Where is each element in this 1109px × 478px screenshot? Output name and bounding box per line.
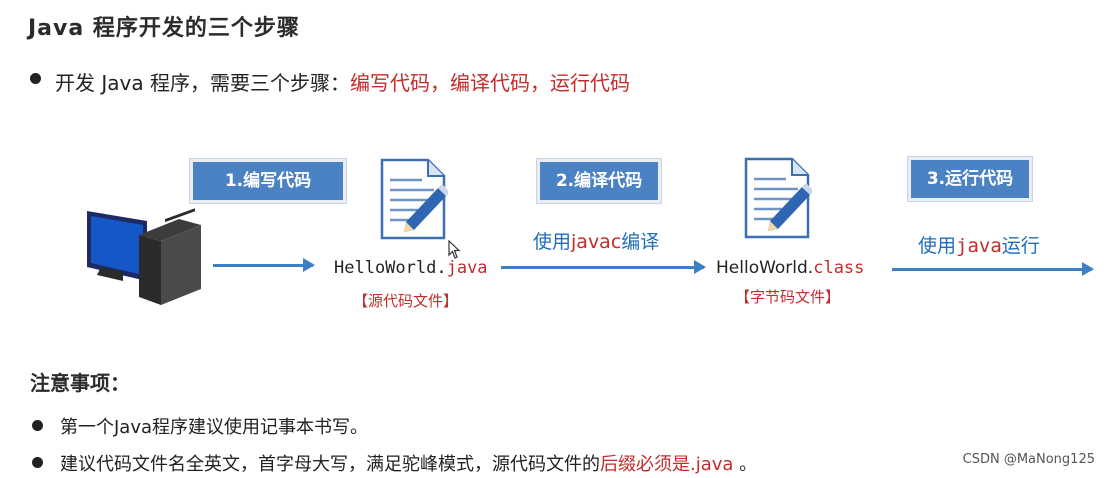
run-label: 使用java运行: [918, 231, 1040, 258]
mouse-cursor-icon: [448, 240, 461, 259]
note-item-2-suffix: 。: [733, 454, 758, 475]
bullet-dot: [32, 420, 43, 431]
run-cmd: java: [956, 235, 1002, 257]
arrow-1: [213, 258, 315, 272]
bullet-dot: [30, 73, 41, 84]
watermark: CSDN @MaNong125: [962, 452, 1095, 467]
compile-prefix: 使用: [533, 231, 572, 253]
class-file-tag: 【字节码文件】: [735, 288, 841, 306]
source-file-name: HelloWorld.java: [334, 258, 488, 278]
source-file-ext: java: [446, 258, 488, 278]
document-pencil-icon: [380, 158, 448, 240]
note-item-2: 建议代码文件名全英文，首字母大写，满足驼峰模式，源代码文件的后缀必须是.java…: [60, 450, 757, 476]
class-file-ext: class: [813, 258, 865, 278]
compile-cmd: javac: [571, 231, 622, 253]
compile-suffix: 编译: [621, 231, 660, 253]
source-file-tag: 【源代码文件】: [353, 292, 459, 310]
step-2-box: 2.编译代码: [537, 159, 661, 203]
step-1-box: 1.编写代码: [190, 159, 346, 203]
arrow-2: [501, 260, 706, 274]
notes-title: 注意事项：: [30, 371, 130, 395]
document-pencil-icon: [744, 157, 812, 239]
intro-steps: 编写代码，编译代码，运行代码: [349, 71, 630, 95]
run-suffix: 运行: [1001, 235, 1040, 257]
note-item-2-text: 建议代码文件名全英文，首字母大写，满足驼峰模式，源代码文件的: [60, 454, 600, 475]
run-prefix: 使用: [918, 235, 957, 257]
class-file-name: HelloWorld.class: [716, 258, 864, 278]
class-file-base: HelloWorld.: [716, 258, 814, 278]
compile-label: 使用javac编译: [533, 227, 659, 254]
bullet-dot: [32, 457, 43, 468]
source-file-base: HelloWorld.: [334, 258, 447, 278]
note-item-1: 第一个Java程序建议使用记事本书写。: [60, 417, 369, 438]
intro-prefix: 开发 Java 程序，需要三个步骤：: [55, 71, 350, 95]
note-item-2-highlight: 后缀必须是.java: [600, 454, 734, 475]
computer-icon: [87, 208, 201, 305]
intro-line: 开发 Java 程序，需要三个步骤：编写代码，编译代码，运行代码: [55, 67, 630, 96]
arrow-3: [892, 262, 1094, 276]
page-title: Java 程序开发的三个步骤: [28, 16, 300, 41]
step-3-box: 3.运行代码: [908, 157, 1032, 201]
